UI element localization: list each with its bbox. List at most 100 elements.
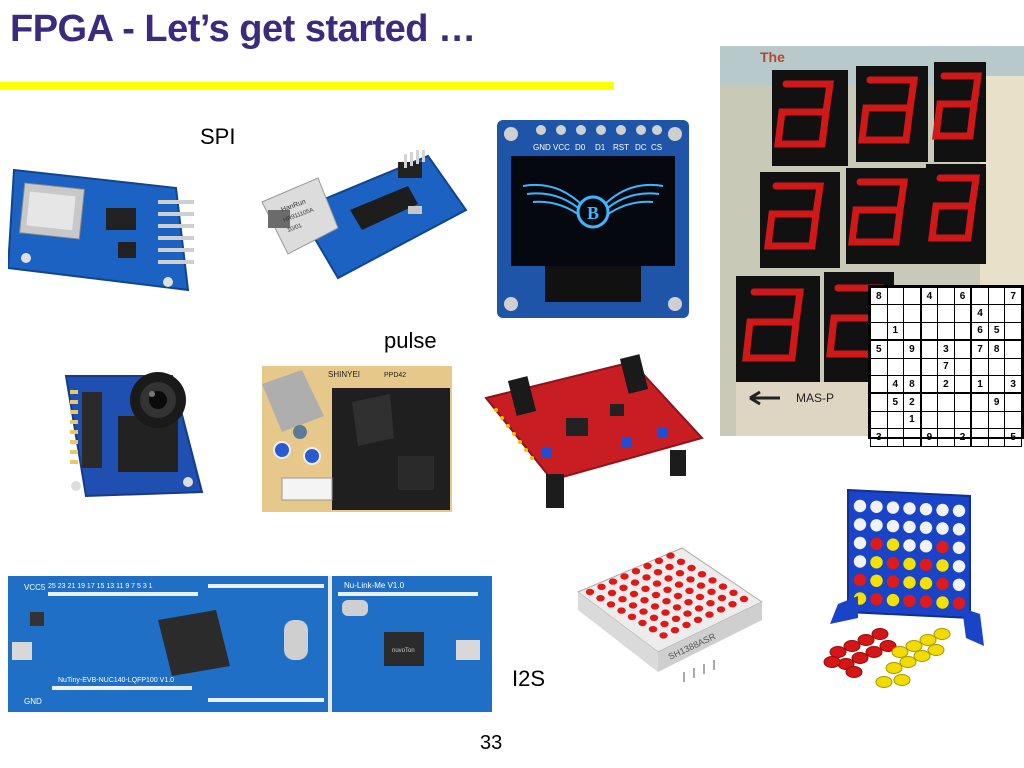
led-dot — [706, 600, 715, 607]
led-dot — [665, 563, 674, 571]
connect-four-slot — [952, 560, 966, 573]
ethernet-chip-text-3: 10/01 — [287, 223, 304, 234]
connect-four-disc — [845, 666, 863, 678]
nutiny-right-label: Nu-Link-Me V1.0 — [344, 581, 405, 590]
sudoku-cell — [870, 410, 888, 430]
sudoku-cell — [937, 410, 955, 430]
connect-four-slot — [919, 595, 933, 608]
led-dot — [717, 594, 727, 602]
connect-four-disc — [829, 646, 847, 658]
sudoku-row: 7 — [870, 357, 1022, 376]
led-dot — [630, 579, 640, 586]
sudoku-cell — [886, 339, 905, 359]
connect-four-slot — [886, 593, 900, 607]
led-dot — [662, 598, 671, 605]
sudoku-cell — [953, 410, 973, 430]
connect-four-slot — [903, 594, 916, 608]
sudoku-cell — [920, 339, 939, 359]
connect-four-slot — [919, 540, 933, 553]
led-dot — [728, 601, 737, 608]
connect-four-game-image — [818, 486, 1018, 692]
connect-four-slot — [952, 504, 966, 517]
connect-four-slot — [886, 519, 900, 533]
led-dot — [705, 611, 714, 618]
sudoku-cell — [903, 357, 922, 376]
camera-module-image — [60, 372, 208, 498]
connect-four-disc — [875, 676, 893, 688]
nutiny-evb-board-image: VCC5 25 23 21 19 17 15 13 11 9 7 5 3 1 G… — [8, 576, 492, 712]
nutiny-left-label: NuTiny-EVB-NUC140-LQFP100 V1.0 — [58, 677, 174, 684]
connect-four-slot — [903, 502, 916, 515]
sudoku-cell — [1004, 410, 1022, 430]
connect-four-disc — [933, 628, 951, 640]
led-dot — [707, 588, 716, 595]
led-dot — [663, 586, 672, 593]
sudoku-row: 4 — [870, 304, 1022, 323]
led-dot — [618, 596, 627, 603]
led-dot — [682, 621, 691, 629]
led-dot — [659, 632, 668, 639]
sd-card-module-image — [6, 150, 198, 300]
sudoku-cell — [987, 374, 1006, 395]
sudoku-cell — [903, 286, 922, 306]
sudoku-cell — [1004, 392, 1022, 412]
sudoku-cell: 1 — [886, 321, 905, 342]
led-dot — [585, 588, 595, 596]
connect-four-slot — [936, 577, 949, 591]
connect-four-slot — [853, 536, 867, 550]
connect-four-disc — [893, 674, 911, 686]
led-dot — [652, 580, 662, 587]
oled-pin-dc: DC — [635, 143, 647, 152]
connect-four-slot — [870, 574, 883, 587]
connect-four-slot — [952, 578, 966, 591]
led-dot — [648, 626, 658, 633]
led-dot — [676, 558, 686, 565]
ethernet-module-image: HanRun HR911105A 10/01 — [258, 148, 470, 290]
sudoku-cell: 4 — [886, 374, 905, 395]
connect-four-slot — [853, 518, 867, 531]
led-dot — [693, 616, 703, 623]
led-dot — [651, 591, 661, 599]
connect-four-disc — [885, 662, 903, 674]
connect-four-slot — [952, 523, 966, 536]
sudoku-cell: 8 — [870, 286, 888, 306]
sudoku-cell — [920, 357, 939, 376]
connect-four-disc — [927, 644, 945, 656]
red-breakout-board-image — [482, 352, 704, 512]
connect-four-slot — [870, 556, 883, 569]
sudoku-cell: 5 — [987, 321, 1006, 342]
sudoku-cell — [987, 428, 1006, 447]
sudoku-cell: 9 — [903, 339, 922, 359]
sudoku-cell: 9 — [920, 428, 939, 447]
sudoku-cell — [953, 392, 973, 412]
connect-four-disc — [899, 656, 917, 668]
slide-title: FPGA - Let’s get started … — [10, 8, 476, 50]
connect-four-slot — [936, 559, 949, 572]
led-dot — [620, 573, 629, 580]
sudoku-cell — [903, 321, 922, 342]
page-number: 33 — [480, 732, 503, 754]
connect-four-disc — [857, 634, 875, 646]
led-dot — [597, 583, 606, 590]
led-dot — [672, 604, 682, 611]
i2s-label: I2S — [512, 666, 546, 691]
nutiny-top-pin-numbers: 25 23 21 19 17 15 13 11 9 7 5 3 1 — [48, 583, 153, 590]
sudoku-cell — [970, 357, 989, 376]
led-dot — [664, 575, 673, 582]
led-dot — [684, 599, 693, 606]
led-dot — [619, 584, 628, 591]
connect-four-slot — [853, 573, 867, 587]
connect-four-disc — [905, 640, 923, 652]
connect-four-disc — [865, 646, 883, 658]
led-dot — [683, 610, 692, 617]
led-matrix-image: SH1388ASR — [574, 544, 764, 684]
sudoku-cell: 5 — [870, 339, 888, 359]
sudoku-cell — [870, 374, 888, 395]
sudoku-cell — [970, 428, 989, 447]
led-dot — [650, 603, 660, 610]
led-dot — [643, 562, 652, 570]
